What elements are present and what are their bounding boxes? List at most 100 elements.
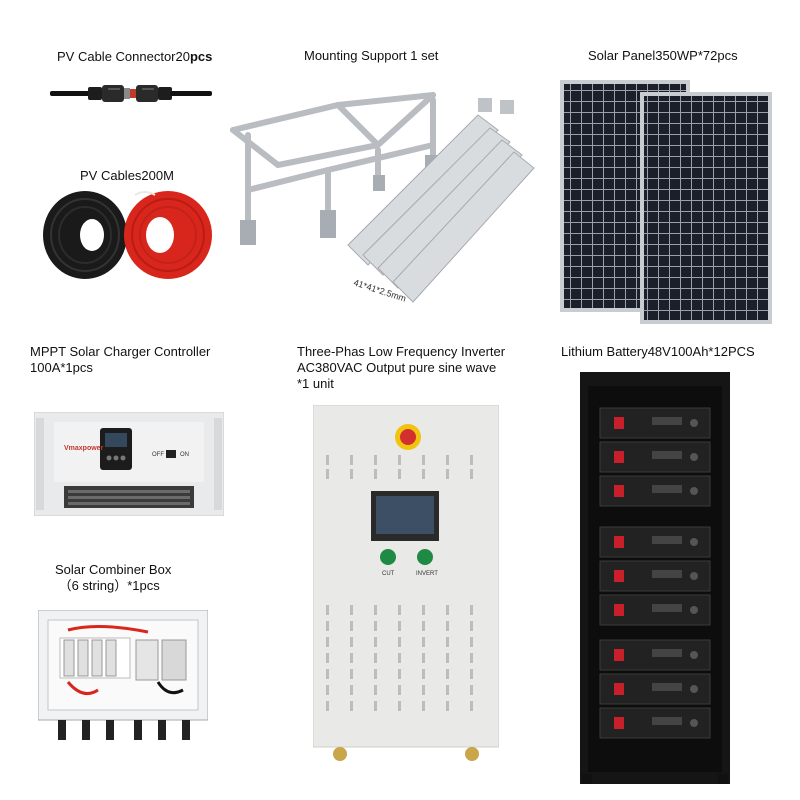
vent-slot: [422, 701, 425, 711]
vent-slot: [422, 653, 425, 663]
caption-cable-connector: PV Cable Connector20pcs: [57, 49, 213, 64]
battery-display: [652, 451, 682, 459]
inverter-button-right-label: INVERT: [416, 571, 438, 577]
caption-mppt-line1: MPPT Solar Charger Controller: [30, 344, 211, 359]
vent-slot: [446, 469, 449, 479]
solar-panel-image: [560, 80, 772, 324]
caption-inverter: Three-Phas Low Frequency Inverter AC380V…: [297, 344, 505, 392]
vent-slot: [374, 469, 377, 479]
vent-slot: [398, 455, 401, 465]
vent-slot: [374, 637, 377, 647]
charge-controller-image: Vmaxpower OFF ON: [33, 411, 225, 517]
vent-slot: [326, 621, 329, 631]
vent-slot: [350, 469, 353, 479]
vent-slot: [398, 653, 401, 663]
vent-slot: [470, 653, 473, 663]
inverter-button-left-label: CUT: [382, 571, 395, 577]
vent-slot: [326, 701, 329, 711]
vent-slot: [470, 621, 473, 631]
vent-slot: [398, 469, 401, 479]
caption-mppt-line2: 100A*1pcs: [30, 360, 93, 375]
battery-display: [652, 485, 682, 493]
svg-text:Vmaxpower: Vmaxpower: [64, 445, 104, 452]
battery-display: [652, 604, 682, 612]
vent-slot: [470, 685, 473, 695]
vent-slot: [350, 669, 353, 679]
caption-mounting-support: Mounting Support 1 set: [304, 48, 439, 63]
mc4-connector-icon: [50, 78, 212, 108]
vent-slot: [350, 455, 353, 465]
vent-slot: [374, 653, 377, 663]
caption-combiner: Solar Combiner Box （6 string）*1pcs: [55, 562, 171, 594]
vent-slot: [374, 605, 377, 615]
battery-switch: [690, 685, 698, 693]
vent-slot: [446, 637, 449, 647]
battery-display: [652, 417, 682, 425]
mppt-off-label: OFF: [152, 452, 164, 458]
vent-slot: [422, 669, 425, 679]
vent-slot: [446, 685, 449, 695]
combiner-box-image: [37, 609, 209, 742]
vent-slot: [470, 701, 473, 711]
caption-battery: Lithium Battery48V100Ah*12PCS: [561, 344, 755, 359]
vent-slot: [326, 455, 329, 465]
vent-slot: [446, 669, 449, 679]
vent-slot: [326, 653, 329, 663]
battery-display: [652, 717, 682, 725]
caption-pv-cables: PV Cables200M: [80, 168, 174, 183]
battery-terminal: [614, 570, 624, 582]
vent-slot: [398, 605, 401, 615]
vent-slot: [398, 669, 401, 679]
battery-display: [652, 536, 682, 544]
battery-terminal: [614, 604, 624, 616]
cable-coil-image: [40, 185, 215, 285]
battery-display: [652, 570, 682, 578]
battery-switch: [690, 606, 698, 614]
vent-slot: [422, 637, 425, 647]
mounting-rack-image: 41*41*2.5mm: [228, 70, 540, 320]
vent-slot: [422, 469, 425, 479]
vent-slot: [446, 653, 449, 663]
vent-slot: [398, 621, 401, 631]
battery-rack-image: [580, 372, 730, 784]
vent-slot: [398, 701, 401, 711]
vent-slot: [374, 621, 377, 631]
vent-slot: [470, 637, 473, 647]
inverter-cabinet-image: CUT INVERT: [312, 404, 500, 763]
mppt-on-label: ON: [180, 452, 189, 458]
vent-slot: [326, 685, 329, 695]
battery-terminal: [614, 451, 624, 463]
vent-slot: [326, 669, 329, 679]
battery-terminal: [614, 536, 624, 548]
vent-slot: [470, 669, 473, 679]
battery-switch: [690, 453, 698, 461]
vent-slot: [446, 455, 449, 465]
battery-switch: [690, 651, 698, 659]
vent-slot: [326, 637, 329, 647]
vent-slot: [350, 701, 353, 711]
caption-inverter-line3: *1 unit: [297, 376, 334, 391]
vent-slot: [350, 685, 353, 695]
battery-switch: [690, 719, 698, 727]
vent-slot: [326, 469, 329, 479]
vent-slot: [398, 637, 401, 647]
battery-terminal: [614, 683, 624, 695]
vent-slot: [350, 621, 353, 631]
caption-mppt: MPPT Solar Charger Controller 100A*1pcs: [30, 344, 210, 376]
battery-switch: [690, 572, 698, 580]
battery-terminal: [614, 649, 624, 661]
battery-display: [652, 683, 682, 691]
vent-slot: [350, 653, 353, 663]
vent-slot: [470, 605, 473, 615]
vent-slot: [350, 637, 353, 647]
vent-slot: [470, 469, 473, 479]
caption-combiner-line2: （6 string）*1pcs: [58, 578, 160, 593]
vent-slot: [422, 605, 425, 615]
battery-display: [652, 649, 682, 657]
battery-switch: [690, 538, 698, 546]
vent-slot: [350, 605, 353, 615]
vent-slot: [446, 621, 449, 631]
vent-slot: [398, 685, 401, 695]
vent-slot: [374, 669, 377, 679]
vent-slot: [446, 605, 449, 615]
